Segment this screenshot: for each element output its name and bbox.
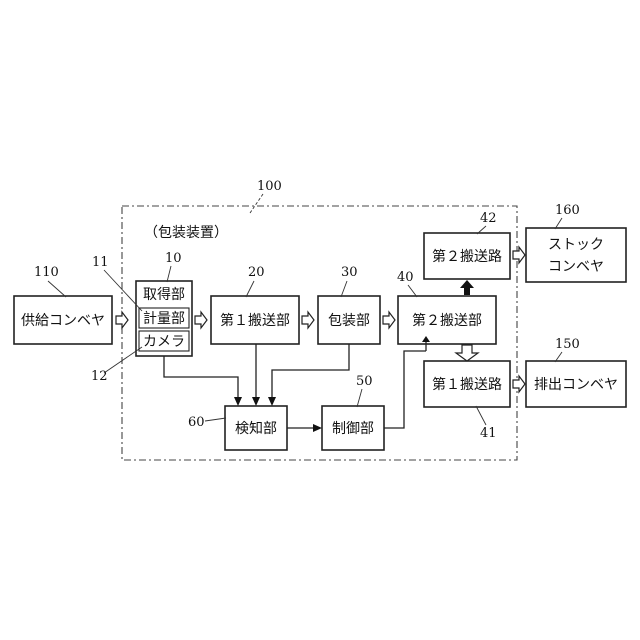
leader-camera (104, 347, 142, 373)
first-conveyor-unit-label: 第１搬送部 (220, 312, 290, 329)
control-unit-label: 制御部 (332, 421, 374, 437)
stock-conveyor-label-line2: コンベヤ (548, 259, 604, 275)
signal-line-control-to-second-conveyor (384, 351, 426, 428)
flow-arrow-acquisition-to-first-conveyor (195, 312, 207, 328)
ref-weighing-unit: 11 (92, 255, 109, 270)
weighing-unit-label: 計量部 (143, 311, 185, 327)
ref-acquisition-unit: 10 (165, 251, 182, 266)
camera-label: カメラ (143, 334, 185, 350)
leader-packaging-unit (341, 281, 347, 297)
stock-conveyor-label-line1: ストック (548, 237, 604, 253)
second-conveyor-unit-label: 第２搬送部 (412, 312, 482, 329)
ref-camera: 12 (91, 369, 108, 384)
flow-arrow-packaging-to-second-conveyor (383, 312, 395, 328)
flow-arrow-first-path-to-discharge (513, 376, 525, 392)
flow-arrow-second-conveyor-to-first-path (456, 345, 478, 361)
arrowhead-detection-to-control (313, 424, 322, 432)
leader-acquisition-unit (167, 266, 171, 282)
flow-arrow-second-path-to-stock (513, 247, 525, 263)
discharge-conveyor-label: 排出コンベヤ (534, 377, 618, 393)
arrowhead-acquisition-to-detection (234, 397, 242, 406)
arrowhead-packaging-to-detection (268, 397, 276, 406)
flow-arrow-supply-to-acquisition (116, 312, 128, 328)
arrowhead-first-conveyor-to-detection (252, 397, 260, 406)
leader-apparatus (250, 194, 263, 213)
packaging-unit-label: 包装部 (328, 313, 370, 329)
flow-arrow-first-conveyor-to-packaging (302, 312, 314, 328)
flow-arrow-second-conveyor-to-second-path (460, 280, 474, 295)
ref-packaging-unit: 30 (341, 265, 358, 280)
apparatus-title: （包装装置） (144, 225, 228, 241)
ref-control-unit: 50 (356, 374, 373, 389)
ref-first-path: 41 (480, 426, 497, 441)
second-path-label: 第２搬送路 (432, 248, 502, 265)
ref-supply-conveyor: 110 (34, 265, 59, 280)
ref-second-path: 42 (480, 211, 497, 226)
ref-stock-conveyor: 160 (555, 203, 580, 218)
leader-control-unit (357, 389, 362, 407)
leader-first-path (476, 406, 486, 425)
ref-second-conveyor-unit: 40 (397, 270, 414, 285)
ref-detection-unit: 60 (188, 415, 205, 430)
signal-line-packaging-to-detection (272, 344, 349, 398)
leader-first-conveyor-unit (246, 281, 254, 297)
supply-conveyor-label: 供給コンベヤ (21, 313, 105, 329)
ref-first-conveyor-unit: 20 (248, 265, 265, 280)
first-path-label: 第１搬送路 (432, 376, 502, 393)
ref-discharge-conveyor: 150 (555, 337, 580, 352)
acquisition-unit-label: 取得部 (143, 286, 185, 303)
leader-detection-unit (205, 418, 226, 421)
ref-apparatus: 100 (257, 179, 282, 194)
leader-supply-conveyor (48, 281, 66, 297)
signal-line-acquisition-to-detection (164, 356, 238, 398)
detection-unit-label: 検知部 (235, 420, 277, 437)
